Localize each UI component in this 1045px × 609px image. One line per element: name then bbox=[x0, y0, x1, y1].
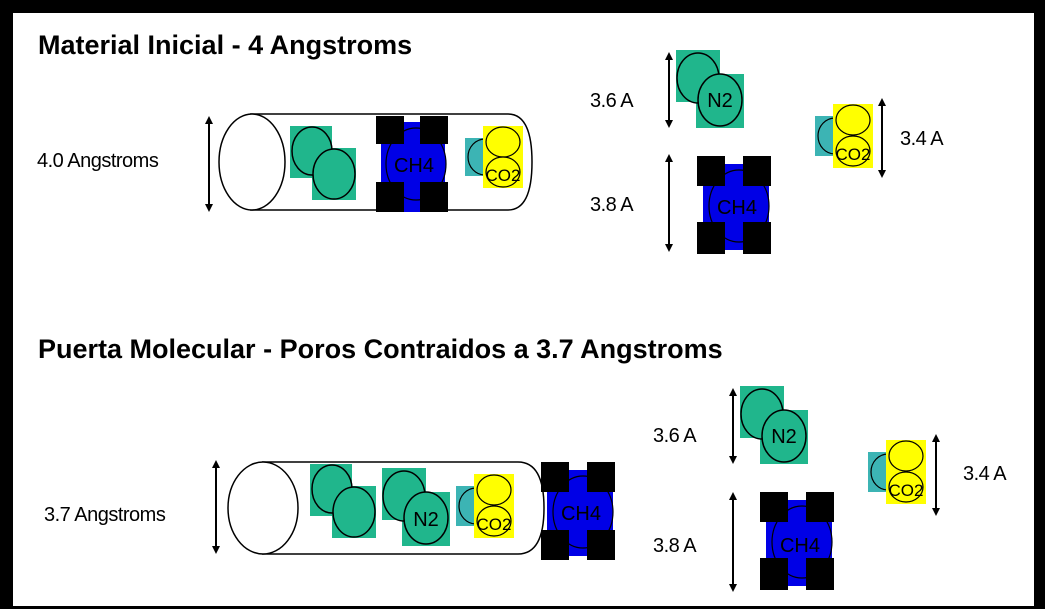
ch4-size-label-top: 3.8 A bbox=[590, 194, 634, 216]
n2-formula: N2 bbox=[707, 90, 733, 112]
ch4-size-label-bottom: 3.8 A bbox=[653, 535, 697, 557]
section2-title: Puerta Molecular - Poros Contraidos a 3.… bbox=[38, 334, 723, 364]
pore2-co2-molecule: CO2 bbox=[456, 474, 514, 538]
pore1-co2-molecule: CO2 bbox=[465, 126, 523, 188]
co2-formula: CO2 bbox=[889, 481, 924, 500]
co2-size-label-bottom: 3.4 A bbox=[963, 463, 1007, 485]
ch4-formula: CH4 bbox=[394, 155, 434, 177]
pore2-n2-molecule-a bbox=[310, 464, 376, 538]
co2-reference-molecule-top: CO2 bbox=[815, 104, 873, 168]
co2-formula: CO2 bbox=[486, 166, 521, 185]
pore2-size-label: 3.7 Angstroms bbox=[44, 504, 166, 526]
n2-size-label-bottom: 3.6 A bbox=[653, 425, 697, 447]
ch4-formula: CH4 bbox=[780, 535, 820, 557]
n2-formula: N2 bbox=[413, 509, 439, 531]
pore1-n2-molecule bbox=[290, 126, 356, 200]
ch4-formula: CH4 bbox=[717, 197, 757, 219]
pore1-ch4-molecule: CH4 bbox=[376, 116, 448, 212]
ch4-reference-molecule-top: CH4 bbox=[697, 156, 771, 254]
n2-size-label-top: 3.6 A bbox=[590, 90, 634, 112]
co2-reference-molecule-bottom: CO2 bbox=[868, 440, 926, 504]
n2-reference-molecule-bottom: N2 bbox=[740, 386, 808, 464]
co2-formula: CO2 bbox=[836, 145, 871, 164]
pore2-ch4-molecule-blocked: CH4 bbox=[541, 462, 615, 560]
pore1-tube bbox=[218, 113, 533, 211]
n2-reference-molecule-top: N2 bbox=[676, 50, 744, 128]
pore2-tube bbox=[227, 461, 545, 555]
pore1-size-label: 4.0 Angstroms bbox=[37, 150, 159, 172]
section1-title: Material Inicial - 4 Angstroms bbox=[38, 30, 413, 60]
n2-formula: N2 bbox=[771, 426, 797, 448]
co2-formula: CO2 bbox=[477, 515, 512, 534]
ch4-reference-molecule-bottom: CH4 bbox=[760, 492, 834, 590]
ch4-formula: CH4 bbox=[561, 503, 601, 525]
pore2-n2-molecule-b: N2 bbox=[382, 468, 450, 546]
co2-size-label-top: 3.4 A bbox=[900, 128, 944, 150]
